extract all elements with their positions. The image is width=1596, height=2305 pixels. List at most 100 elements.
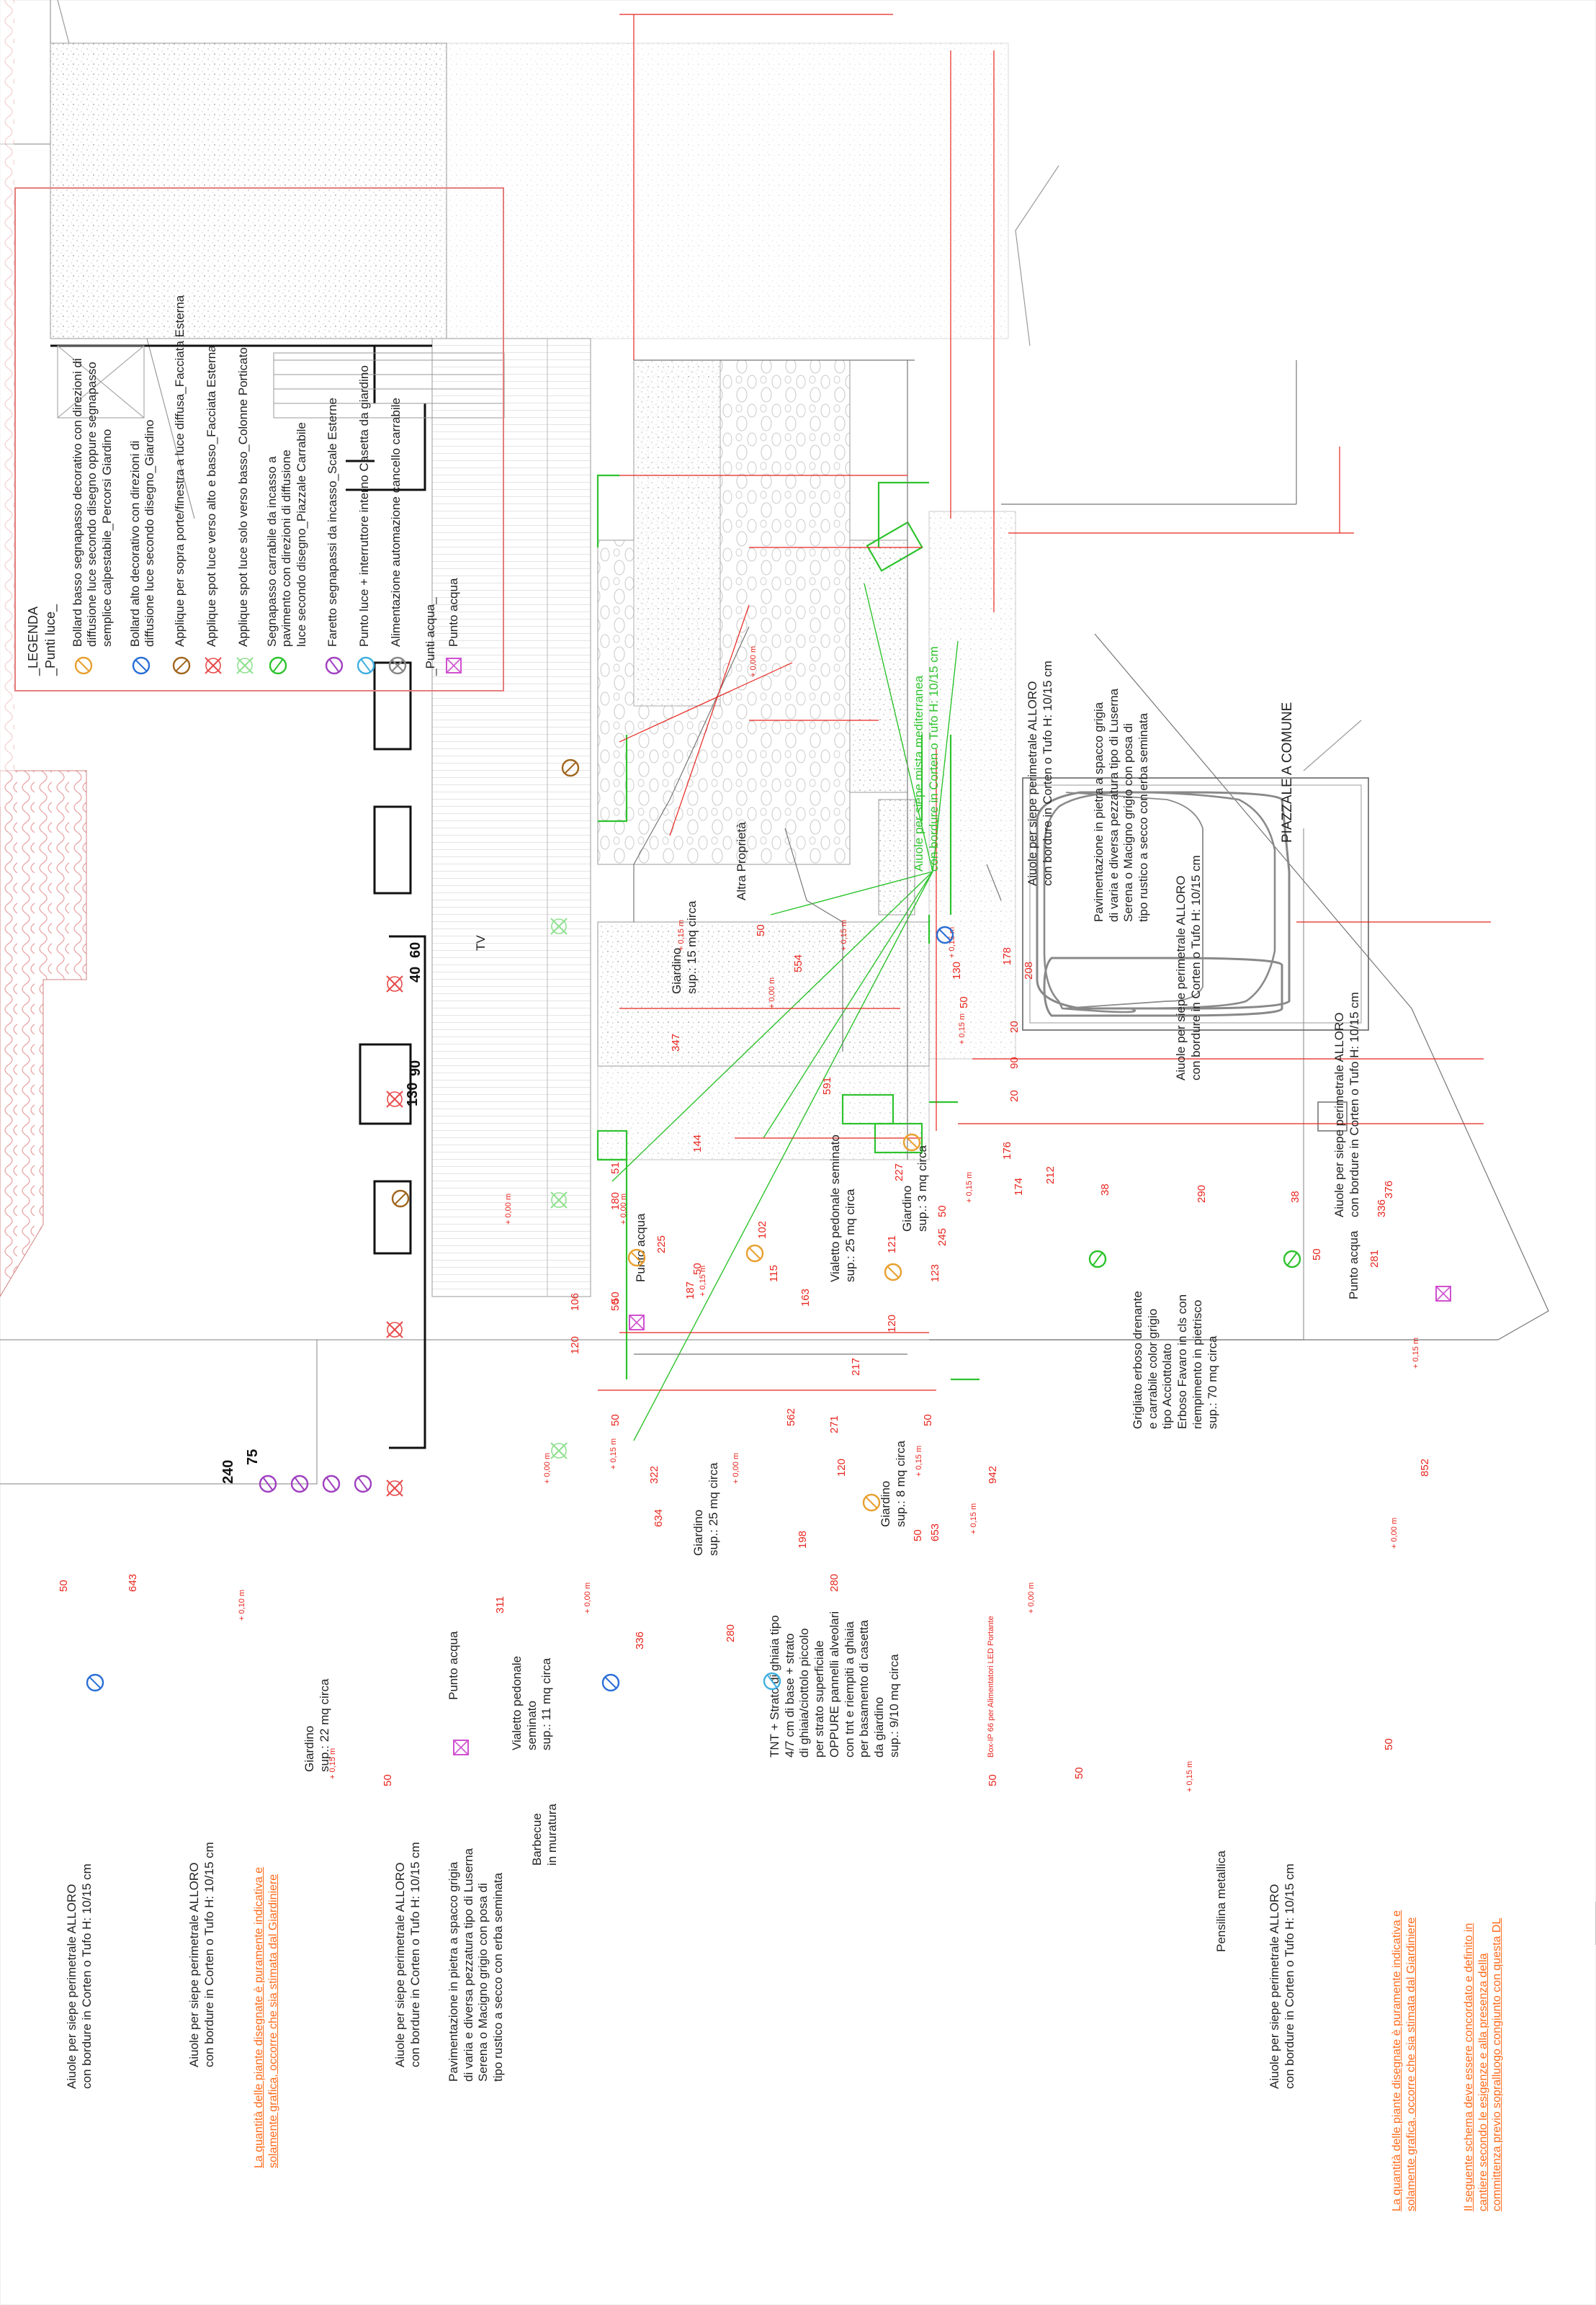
dimension-label: 280 <box>725 1624 737 1642</box>
elevation-label: + 0,15 m <box>609 1438 618 1469</box>
dimension-label: 942 <box>987 1465 999 1484</box>
dimension-label: 50 <box>382 1774 394 1786</box>
dimension-label: 562 <box>785 1407 797 1426</box>
door-light-icon <box>172 656 191 675</box>
bollard-low-icon <box>745 1244 764 1263</box>
dimension-label: 50 <box>987 1774 999 1786</box>
dimension-label: 50 <box>755 924 767 936</box>
switch-light-icon <box>763 1672 781 1691</box>
elevation-label: + 0,00 m <box>1390 1517 1399 1549</box>
elevation-label: + 0,10 m <box>238 1589 246 1621</box>
dimension-label: 115 <box>768 1265 780 1282</box>
height-label: 75 <box>245 1449 261 1465</box>
elevation-label: + 0,00 m <box>504 1193 513 1225</box>
dimension-label: 106 <box>569 1292 581 1311</box>
dimension-label: 163 <box>799 1288 812 1307</box>
spot-up-down-icon <box>386 1480 403 1497</box>
dimension-label: 290 <box>1196 1184 1208 1203</box>
dimension-label: 130 <box>951 961 963 980</box>
water-point-icon <box>446 658 462 673</box>
legend-title: _LEGENDA <box>26 606 40 676</box>
green-leaders <box>611 583 959 1441</box>
dimension-label: 376 <box>1383 1180 1395 1199</box>
spot-down-icon <box>550 1191 568 1209</box>
carport <box>1022 777 1369 1132</box>
piazzale-label: PIAZZALE A COMUNE <box>1280 702 1295 843</box>
dimension-label: 280 <box>828 1573 840 1592</box>
altra-proprieta-label: Altra Proprietà <box>735 822 748 900</box>
dimension-label: 311 <box>494 1596 506 1614</box>
height-label: 130 <box>405 1082 421 1106</box>
elevation-label: + 0,00 m <box>768 977 776 1008</box>
barbecue-label: Barbecue in muratura <box>530 1804 559 1866</box>
gate-automation-icon <box>388 656 407 675</box>
note-quantita: La quantità delle piante disegnate è pur… <box>1391 1910 1417 2211</box>
grigliato-label: Grigliato erboso drenante e carrabile co… <box>1131 1291 1219 1429</box>
dimension-label: 336 <box>1376 1199 1388 1217</box>
floor-marker-icon <box>269 656 287 675</box>
aiuole-right-label: Aiuole per siepe perimetrale ALLORO con … <box>1332 992 1361 1217</box>
elevation-label: + 0,00 m <box>1027 1582 1036 1614</box>
aiuole-bottom-label: Aiuole per siepe perimetrale ALLORO con … <box>187 1842 216 2067</box>
aiuole-mid-label: Aiuole per siepe perimetrale ALLORO con … <box>1174 855 1203 1080</box>
dimension-label: 50 <box>1311 1248 1323 1261</box>
dimension-label: 120 <box>886 1314 898 1333</box>
dimension-label: 178 <box>1001 946 1013 965</box>
dimension-label: 653 <box>929 1523 941 1541</box>
dimension-label: 120 <box>569 1335 581 1354</box>
switch-light-icon <box>357 656 375 675</box>
tv-label: TV <box>474 935 488 951</box>
box-ip66-label: Box-IP 66 per Alimentatori LED Portante <box>987 1616 995 1758</box>
dimension-label: 591 <box>821 1076 833 1095</box>
height-label: 90 <box>408 1060 423 1076</box>
water-point-icon <box>1435 1286 1451 1302</box>
dimension-label: 102 <box>756 1220 768 1239</box>
dimension-label: 50 <box>609 1414 622 1426</box>
aiuole-top-label: Aiuole per siepe perimetrale ALLORO con … <box>1026 661 1054 886</box>
dimension-label: 50 <box>1073 1767 1085 1779</box>
legend-item-text: Applique spot luce solo verso basso_Colo… <box>236 347 250 647</box>
legend-box: _LEGENDA _Punti luce_ Bollard basso segn… <box>14 187 504 692</box>
note-quantita: La quantità delle piante disegnate è pur… <box>253 1866 279 2168</box>
elevation-label: + 0,00 m <box>732 1452 740 1484</box>
elevation-label: + 0,15 m <box>328 1747 337 1779</box>
dimension-label: 51 <box>609 1162 622 1174</box>
bollard-low-icon <box>902 1133 921 1152</box>
spot-up-down-icon <box>386 1091 403 1108</box>
height-label: 240 <box>220 1459 236 1484</box>
dimension-label: 643 <box>127 1573 139 1592</box>
legend-item-text: Alimentazione automazione cancello carra… <box>389 398 403 647</box>
spot-down-icon <box>236 657 254 674</box>
elevation-label: + 0,15 m <box>699 1265 707 1297</box>
elevation-label: + 0,00 m <box>583 1582 592 1614</box>
dimension-label: 322 <box>648 1465 660 1484</box>
dimension-label: 38 <box>1289 1191 1301 1203</box>
dimension-label: 245 <box>936 1227 949 1246</box>
punto-acqua-label: Punto acqua <box>447 1631 460 1700</box>
legend-item-text: Applique spot luce verso alto e basso_Fa… <box>205 345 218 647</box>
dimension-label: 174 <box>1013 1177 1025 1196</box>
aiuole-bottom-right-label: Aiuole per siepe perimetrale ALLORO con … <box>1268 1863 1296 2089</box>
elevation-label: + 0,15 m <box>1412 1337 1420 1369</box>
bollard-low-icon <box>884 1263 902 1281</box>
height-label: 60 <box>408 941 423 958</box>
dimension-label: 123 <box>929 1263 941 1282</box>
external-stairs <box>57 345 505 419</box>
water-point-icon <box>629 1315 645 1330</box>
elevation-label: + 0,00 m <box>619 1193 628 1225</box>
dimension-label: 90 <box>1008 1057 1021 1069</box>
spot-up-down-icon <box>205 657 222 674</box>
giardino-label: Giardino sup.: 25 mq circa <box>691 1462 720 1556</box>
bollard-high-icon <box>86 1673 104 1692</box>
legend-subtitle: _Punti luce_ <box>43 604 58 676</box>
car-outlines <box>1043 791 1276 1013</box>
legend-item-text: Bollard alto decorativo con direzioni di… <box>128 419 157 647</box>
dimension-label: 50 <box>958 996 970 1008</box>
legend-water-title: _Punti acqua_ <box>423 597 437 676</box>
tnt-label: TNT + Strato di ghiaia tipo 4/7 cm di ba… <box>768 1611 901 1758</box>
dimension-label: 227 <box>893 1163 905 1181</box>
dimension-label: 187 <box>684 1281 696 1299</box>
dimension-label: 198 <box>797 1530 809 1549</box>
elevation-label: + 0,15 m <box>840 919 848 951</box>
